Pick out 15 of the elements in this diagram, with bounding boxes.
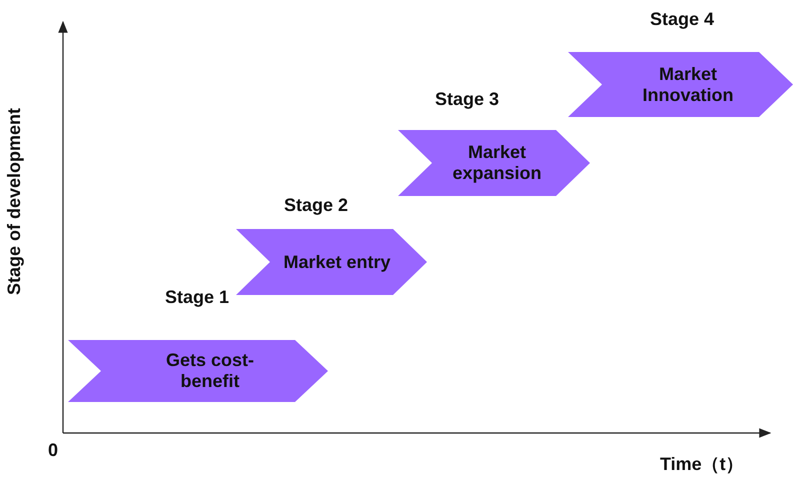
chevron-shape bbox=[236, 229, 427, 295]
stage-label: Stage 1 bbox=[165, 287, 230, 308]
stage-label: Stage 4 bbox=[650, 9, 714, 30]
axis-title: Stage of development bbox=[4, 108, 25, 295]
chevron-shape bbox=[398, 130, 590, 196]
stage-label: Stage 3 bbox=[435, 89, 500, 110]
stage-text: Gets cost-benefit bbox=[164, 349, 256, 393]
stage-label: Stage 2 bbox=[284, 195, 348, 216]
chevron-shape bbox=[568, 52, 793, 117]
stage-text: Market entry bbox=[282, 250, 392, 274]
axis-title: Time（t） bbox=[660, 453, 744, 476]
chevron-shape bbox=[68, 340, 328, 402]
origin-label: 0 bbox=[48, 440, 58, 461]
stage-text: Market Innovation bbox=[642, 62, 734, 106]
stage-text: Market expansion bbox=[451, 141, 543, 185]
